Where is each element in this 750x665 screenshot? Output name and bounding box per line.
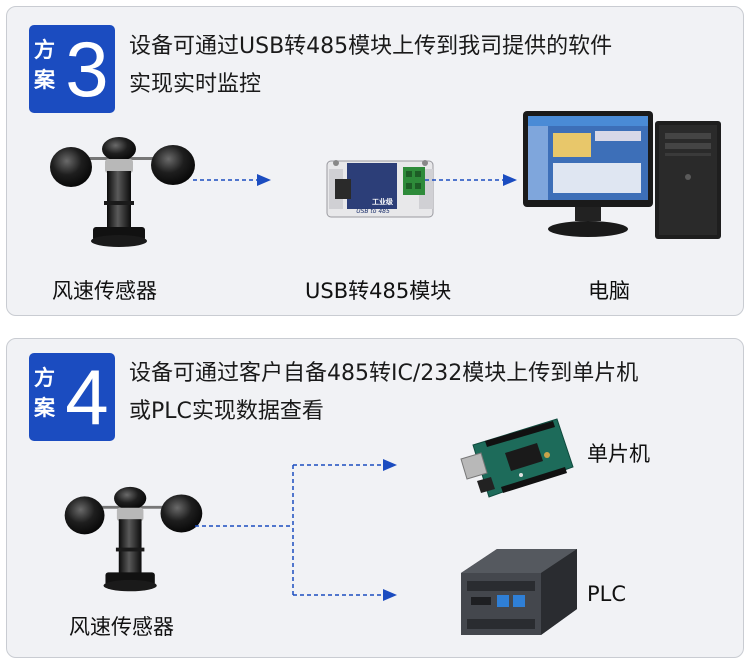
sensor-label: 风速传感器 — [69, 615, 174, 639]
branch-connector — [195, 459, 397, 601]
arrow-to-computer — [425, 174, 517, 186]
badge-word-fang: 方 — [34, 366, 55, 390]
scheme-4-description: 设备可通过客户自备485转IC/232模块上传到单片机 或PLC实现数据查看 — [129, 355, 638, 431]
badge-number: 3 — [65, 25, 109, 113]
scheme-3-description: 设备可通过USB转485模块上传到我司提供的软件 实现实时监控 — [129, 28, 612, 104]
anemometer-icon — [64, 486, 203, 592]
mcu-label: 单片机 — [587, 442, 650, 466]
badge-word-an: 案 — [34, 396, 55, 420]
scheme-4-panel: 方 案 4 设备可通过客户自备485转IC/232模块上传到单片机 或PLC实现… — [6, 338, 744, 658]
arrow-to-converter — [193, 174, 271, 186]
converter-print-subtitle: USB to 485 — [356, 208, 390, 215]
badge-word-fang: 方 — [34, 38, 55, 62]
computer-label: 电脑 — [588, 279, 630, 303]
microcontroller-board-icon — [460, 418, 574, 498]
plc-icon — [461, 549, 577, 635]
description-line-2: 实现实时监控 — [129, 72, 262, 97]
scheme-3-badge: 方 案 3 — [29, 25, 115, 113]
plc-label: PLC — [587, 582, 627, 606]
badge-number: 4 — [65, 353, 109, 441]
scheme-4-badge: 方 案 4 — [29, 353, 115, 441]
scheme-3-panel: 方 案 3 设备可通过USB转485模块上传到我司提供的软件 实现实时监控 风速… — [6, 6, 744, 316]
description-line-2: 或PLC实现数据查看 — [129, 399, 324, 424]
computer-icon — [523, 111, 721, 239]
converter-print-title: 工业级 — [372, 197, 394, 206]
description-line-1: 设备可通过USB转485模块上传到我司提供的软件 — [129, 34, 613, 59]
description-line-1: 设备可通过客户自备485转IC/232模块上传到单片机 — [129, 361, 639, 386]
usb-485-module-icon: 工业级 USB to 485 — [326, 160, 434, 218]
arrow-head-plc — [383, 589, 397, 601]
badge-word-an: 案 — [34, 68, 55, 92]
converter-label: USB转485模块 — [305, 279, 452, 303]
sensor-label: 风速传感器 — [52, 279, 157, 303]
arrow-head-mcu — [383, 459, 397, 471]
anemometer-icon — [50, 137, 195, 247]
